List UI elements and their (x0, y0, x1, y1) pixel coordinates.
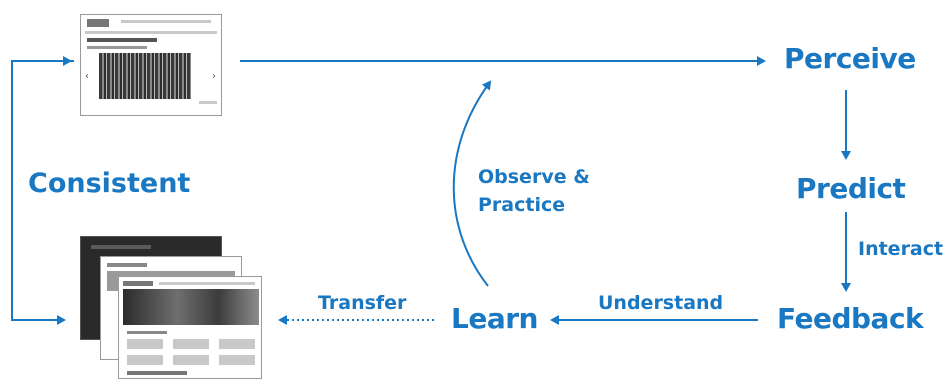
edge-label-understand: Understand (598, 292, 724, 314)
edge-label-practice: Practice (478, 194, 566, 216)
node-feedback: Feedback (777, 302, 924, 335)
website-screenshot-front (118, 276, 262, 379)
edge-label-transfer: Transfer (318, 292, 407, 314)
chevron-right-icon: › (212, 71, 216, 82)
node-learn: Learn (451, 302, 538, 335)
website-screenshot-top: ‹ › (80, 14, 222, 116)
edge-label-interact: Interact (858, 238, 944, 260)
chevron-left-icon: ‹ (85, 71, 89, 82)
node-consistent: Consistent (28, 168, 191, 199)
node-perceive: Perceive (784, 42, 916, 75)
edge-label-observe: Observe & (478, 166, 590, 188)
arrow-observe-practice (452, 80, 492, 287)
node-predict: Predict (796, 172, 906, 205)
